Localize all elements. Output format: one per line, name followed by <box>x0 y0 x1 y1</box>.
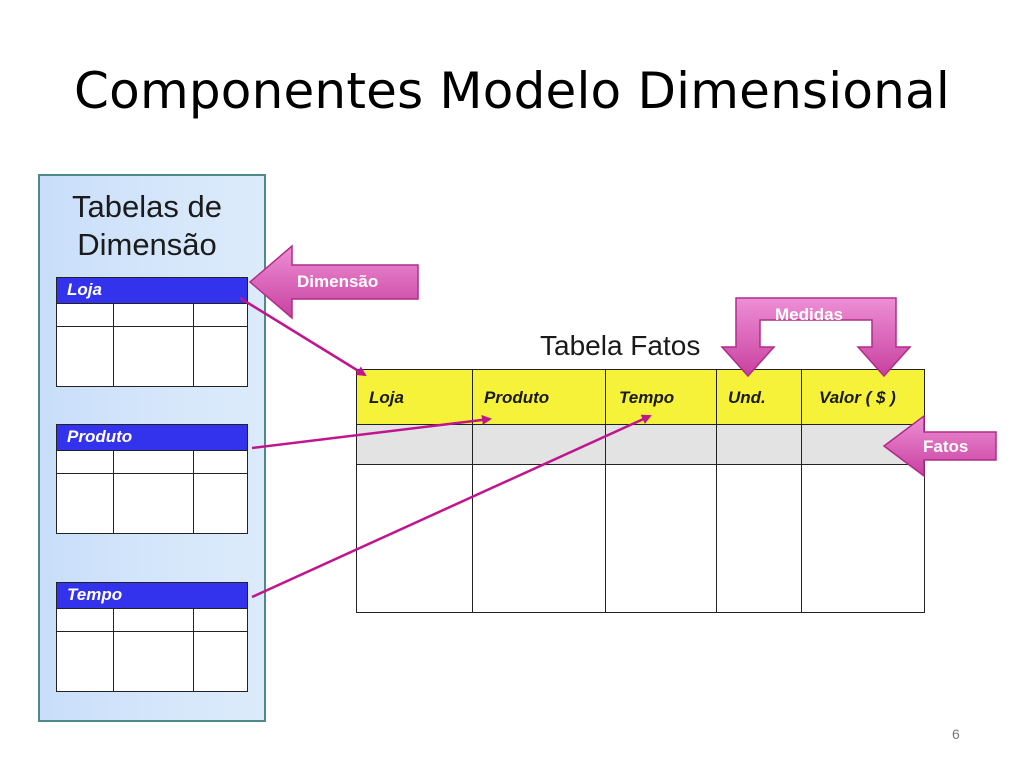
table-column-divider <box>716 370 717 612</box>
fact-table-row <box>357 425 924 465</box>
table-column-divider <box>113 304 114 386</box>
dimension-callout-arrow <box>248 244 419 320</box>
dimension-callout-label: Dimensão <box>297 272 379 291</box>
fact-column-tempo: Tempo <box>619 388 675 407</box>
slide-title: Componentes Modelo Dimensional <box>74 62 950 120</box>
fact-column-valor: Valor ( $ ) <box>819 388 896 407</box>
table-column-divider <box>605 370 606 612</box>
fact-table-header <box>357 370 924 425</box>
measures-callout-label: Medidas <box>775 305 844 324</box>
table-column-divider <box>193 304 194 386</box>
dimension-panel-title-line1: Tabelas de <box>72 189 222 224</box>
table-column-divider <box>801 370 802 612</box>
fact-table-title: Tabela Fatos <box>540 330 701 361</box>
dimension-panel-title: Tabelas de Dimensão <box>40 188 254 264</box>
dimension-table-header: Tempo <box>57 583 247 609</box>
table-column-divider <box>113 609 114 691</box>
fact-column-produto: Produto <box>484 388 550 407</box>
measures-callout-arrow <box>720 297 912 378</box>
dimension-table-produto: Produto <box>56 424 248 534</box>
dimension-table-loja: Loja <box>56 277 248 387</box>
table-column-divider <box>193 451 194 533</box>
dimension-table-header: Produto <box>57 425 247 451</box>
table-column-divider <box>193 609 194 691</box>
dimension-panel-title-line2: Dimensão <box>77 227 217 262</box>
facts-callout-label: Fatos <box>923 437 969 456</box>
table-row-divider <box>57 631 247 632</box>
table-column-divider <box>113 451 114 533</box>
connector-arrow-loja <box>239 296 367 377</box>
connector-arrow-produto <box>251 415 492 450</box>
connector-arrow-tempo <box>251 414 652 599</box>
table-row-divider <box>57 473 247 474</box>
fact-table: Loja Produto Tempo Und. Valor ( $ ) <box>356 369 925 613</box>
fact-column-und: Und. <box>728 388 766 407</box>
fact-column-loja: Loja <box>369 388 404 407</box>
facts-callout-arrow <box>882 414 997 478</box>
dimension-table-tempo: Tempo <box>56 582 248 692</box>
dimension-table-header: Loja <box>57 278 247 304</box>
table-row-divider <box>57 326 247 327</box>
table-column-divider <box>472 370 473 612</box>
page-number: 6 <box>952 726 960 742</box>
